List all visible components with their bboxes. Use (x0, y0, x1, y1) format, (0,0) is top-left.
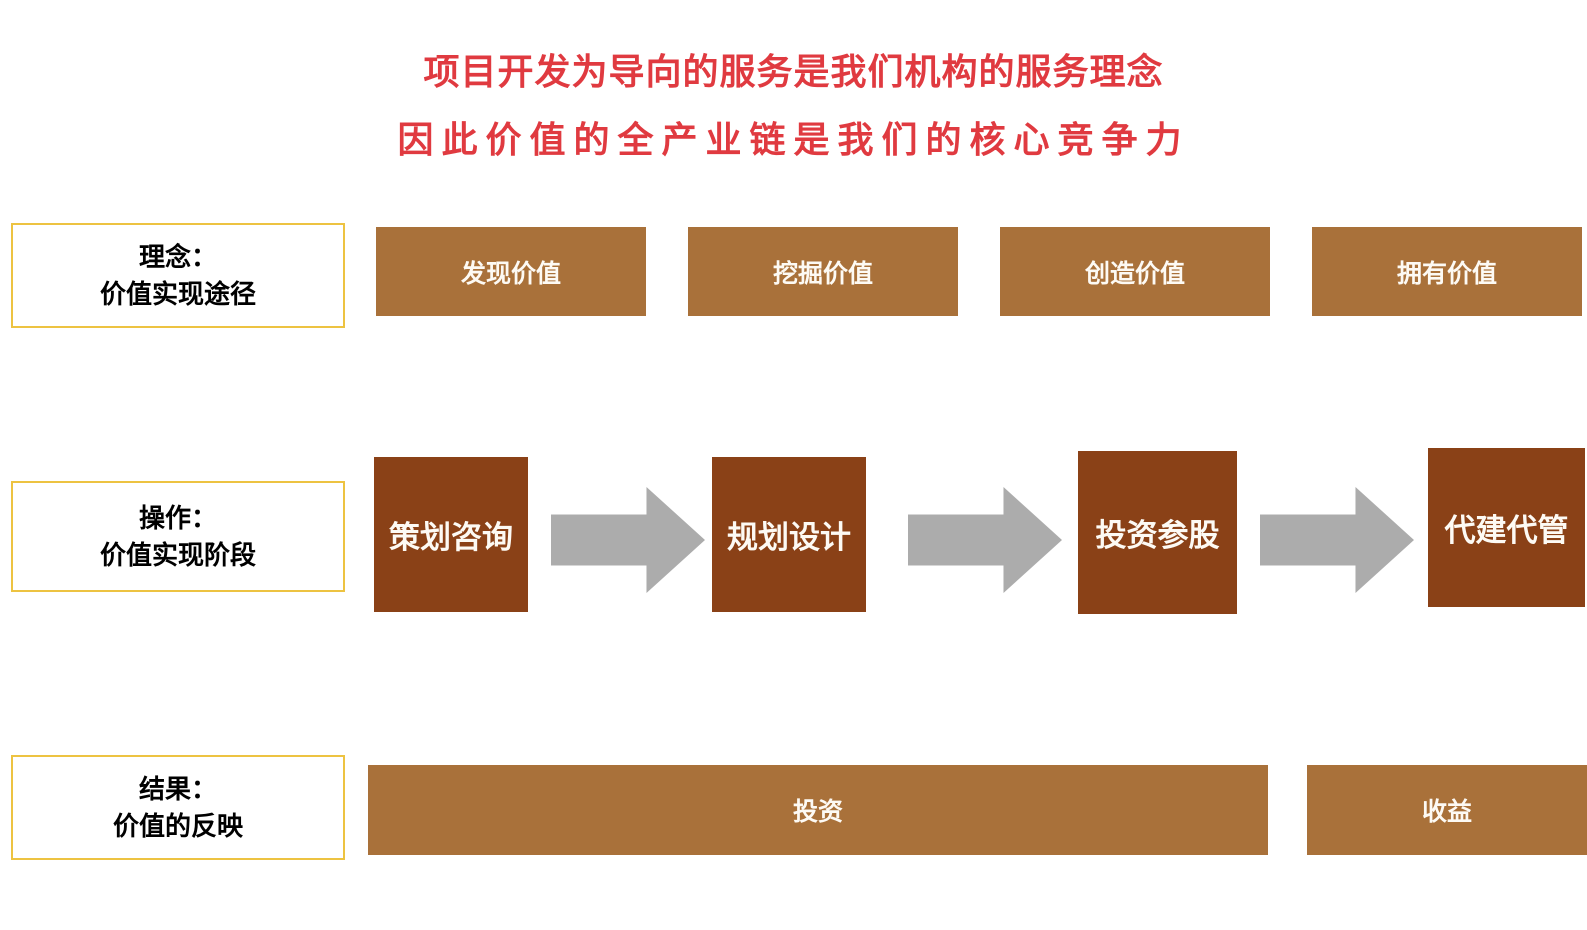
revenue-bar: 收益 (1307, 765, 1587, 855)
step-planning-consulting-box: 策划咨询 (374, 457, 528, 612)
concept-row-label-box: 理念： 价值实现途径 (11, 223, 345, 328)
page-title: 项目开发为导向的服务是我们机构的服务理念 因此价值的全产业链是我们的核心竞争力 (0, 50, 1587, 162)
concept-label-subtitle: 价值实现途径 (99, 278, 256, 309)
title-line-1: 项目开发为导向的服务是我们机构的服务理念 (423, 51, 1164, 92)
title-line-2: 因此价值的全产业链是我们的核心竞争力 (397, 119, 1190, 160)
result-label-subtitle: 价值的反映 (112, 810, 243, 841)
flow-arrow-right-icon (908, 487, 1062, 593)
create-value-box: 创造价值 (1000, 227, 1270, 316)
result-label-title: 结果： (138, 774, 217, 805)
discover-value-box: 发现价值 (376, 227, 646, 316)
concept-label-title: 理念： (138, 242, 217, 273)
flow-arrow-right-icon (551, 487, 705, 593)
operation-label-subtitle: 价值实现阶段 (99, 539, 256, 570)
own-value-box: 拥有价值 (1312, 227, 1582, 316)
step-agent-build-manage-box: 代建代管 (1428, 448, 1585, 607)
investment-bar: 投资 (368, 765, 1268, 855)
flow-arrow-right-icon (1260, 487, 1414, 593)
step-investment-equity-box: 投资参股 (1078, 451, 1237, 614)
operation-row-label-box: 操作： 价值实现阶段 (11, 481, 345, 592)
result-row-label-box: 结果： 价值的反映 (11, 755, 345, 860)
step-planning-design-box: 规划设计 (712, 457, 866, 612)
operation-label-title: 操作： (138, 503, 217, 534)
mine-value-box: 挖掘价值 (688, 227, 958, 316)
